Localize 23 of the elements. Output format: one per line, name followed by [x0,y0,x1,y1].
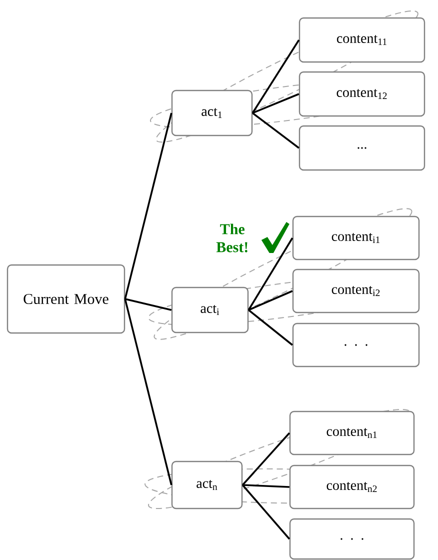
content-box: . . . [292,322,420,368]
content-box: content$_{i1}$ [292,216,420,260]
action-box: act$_{n}$ [171,460,243,510]
action-box: act$_{i}$ [171,286,249,334]
best-label: The Best! [216,224,248,252]
connector-line [248,309,293,346]
connector-line [252,112,300,149]
content-box: content$_{11}$ [298,17,426,63]
move-box: Current Move [6,264,126,334]
content-box: content$_{n2}$ [289,464,415,510]
content-box: ... [298,125,426,171]
content-box: content$_{n1}$ [289,410,415,456]
connector-line [242,484,290,488]
content-box: content$_{i2}$ [292,268,420,314]
content-box: . . . [289,518,415,560]
connector-line [248,290,293,311]
connector-line [252,93,300,114]
connector-line [124,112,172,300]
connector-line [252,40,300,114]
connector-line [242,484,290,540]
action-box: act$_{1}$ [171,90,253,136]
content-box: content$_{12}$ [298,71,426,117]
connector-line [124,298,172,311]
